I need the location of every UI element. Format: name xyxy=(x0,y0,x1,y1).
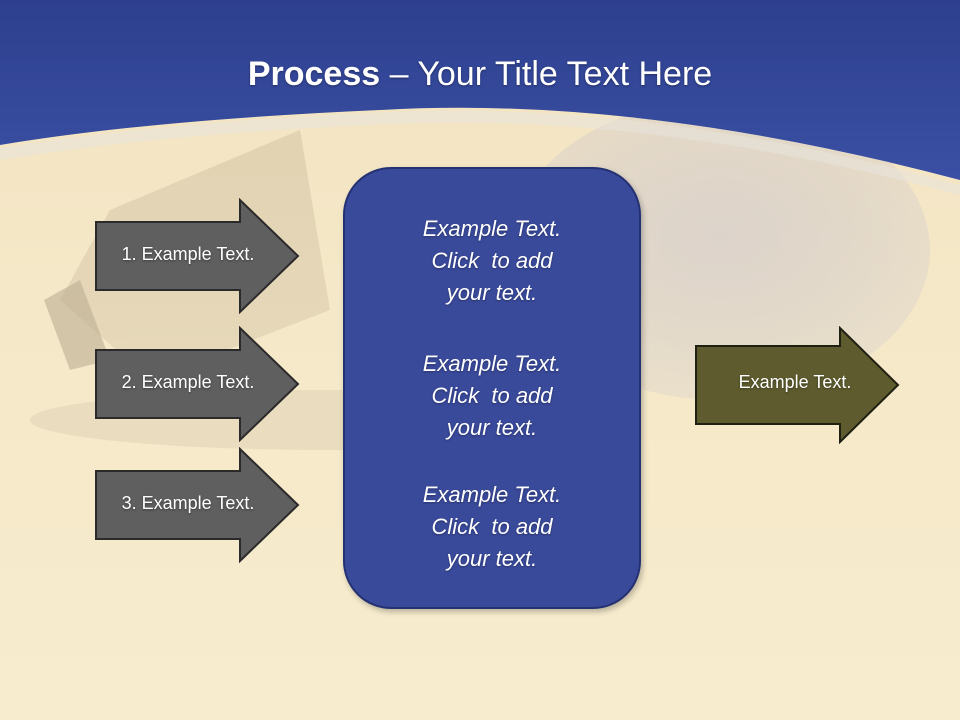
block-1-line-1: Example Text. xyxy=(422,216,562,241)
block-3-line-3: your text. xyxy=(446,546,538,571)
step-label-1: 1. Example Text. xyxy=(121,244,255,264)
center-text-block-3: Example Text. Click to add your text. xyxy=(345,479,639,575)
step-arrow-2[interactable] xyxy=(94,326,300,442)
block-1-line-3: your text. xyxy=(446,280,538,305)
title-bold-text: Process xyxy=(247,55,381,93)
block-2-line-2: Click to add xyxy=(431,383,553,408)
step-arrow-1[interactable] xyxy=(94,198,300,314)
block-2-line-1: Example Text. xyxy=(422,351,562,376)
output-label: Example Text. xyxy=(738,372,852,392)
title-rest-text: – Your Title Text Here xyxy=(380,55,713,93)
block-2-line-3: your text. xyxy=(446,415,538,440)
slide-title: Process – Your Title Text Here xyxy=(0,52,960,96)
center-text-block-1: Example Text. Click to add your text. xyxy=(345,213,639,309)
output-arrow[interactable] xyxy=(694,326,900,444)
block-3-line-2: Click to add xyxy=(431,514,553,539)
step-arrow-3[interactable] xyxy=(94,447,300,563)
block-3-line-1: Example Text. xyxy=(422,482,562,507)
block-1-line-2: Click to add xyxy=(431,248,553,273)
step-label-2: 2. Example Text. xyxy=(121,372,255,392)
step-label-3: 3. Example Text. xyxy=(121,493,255,513)
center-text-box[interactable]: Example Text. Click to add your text. Ex… xyxy=(343,167,641,609)
center-text-block-2: Example Text. Click to add your text. xyxy=(345,348,639,444)
